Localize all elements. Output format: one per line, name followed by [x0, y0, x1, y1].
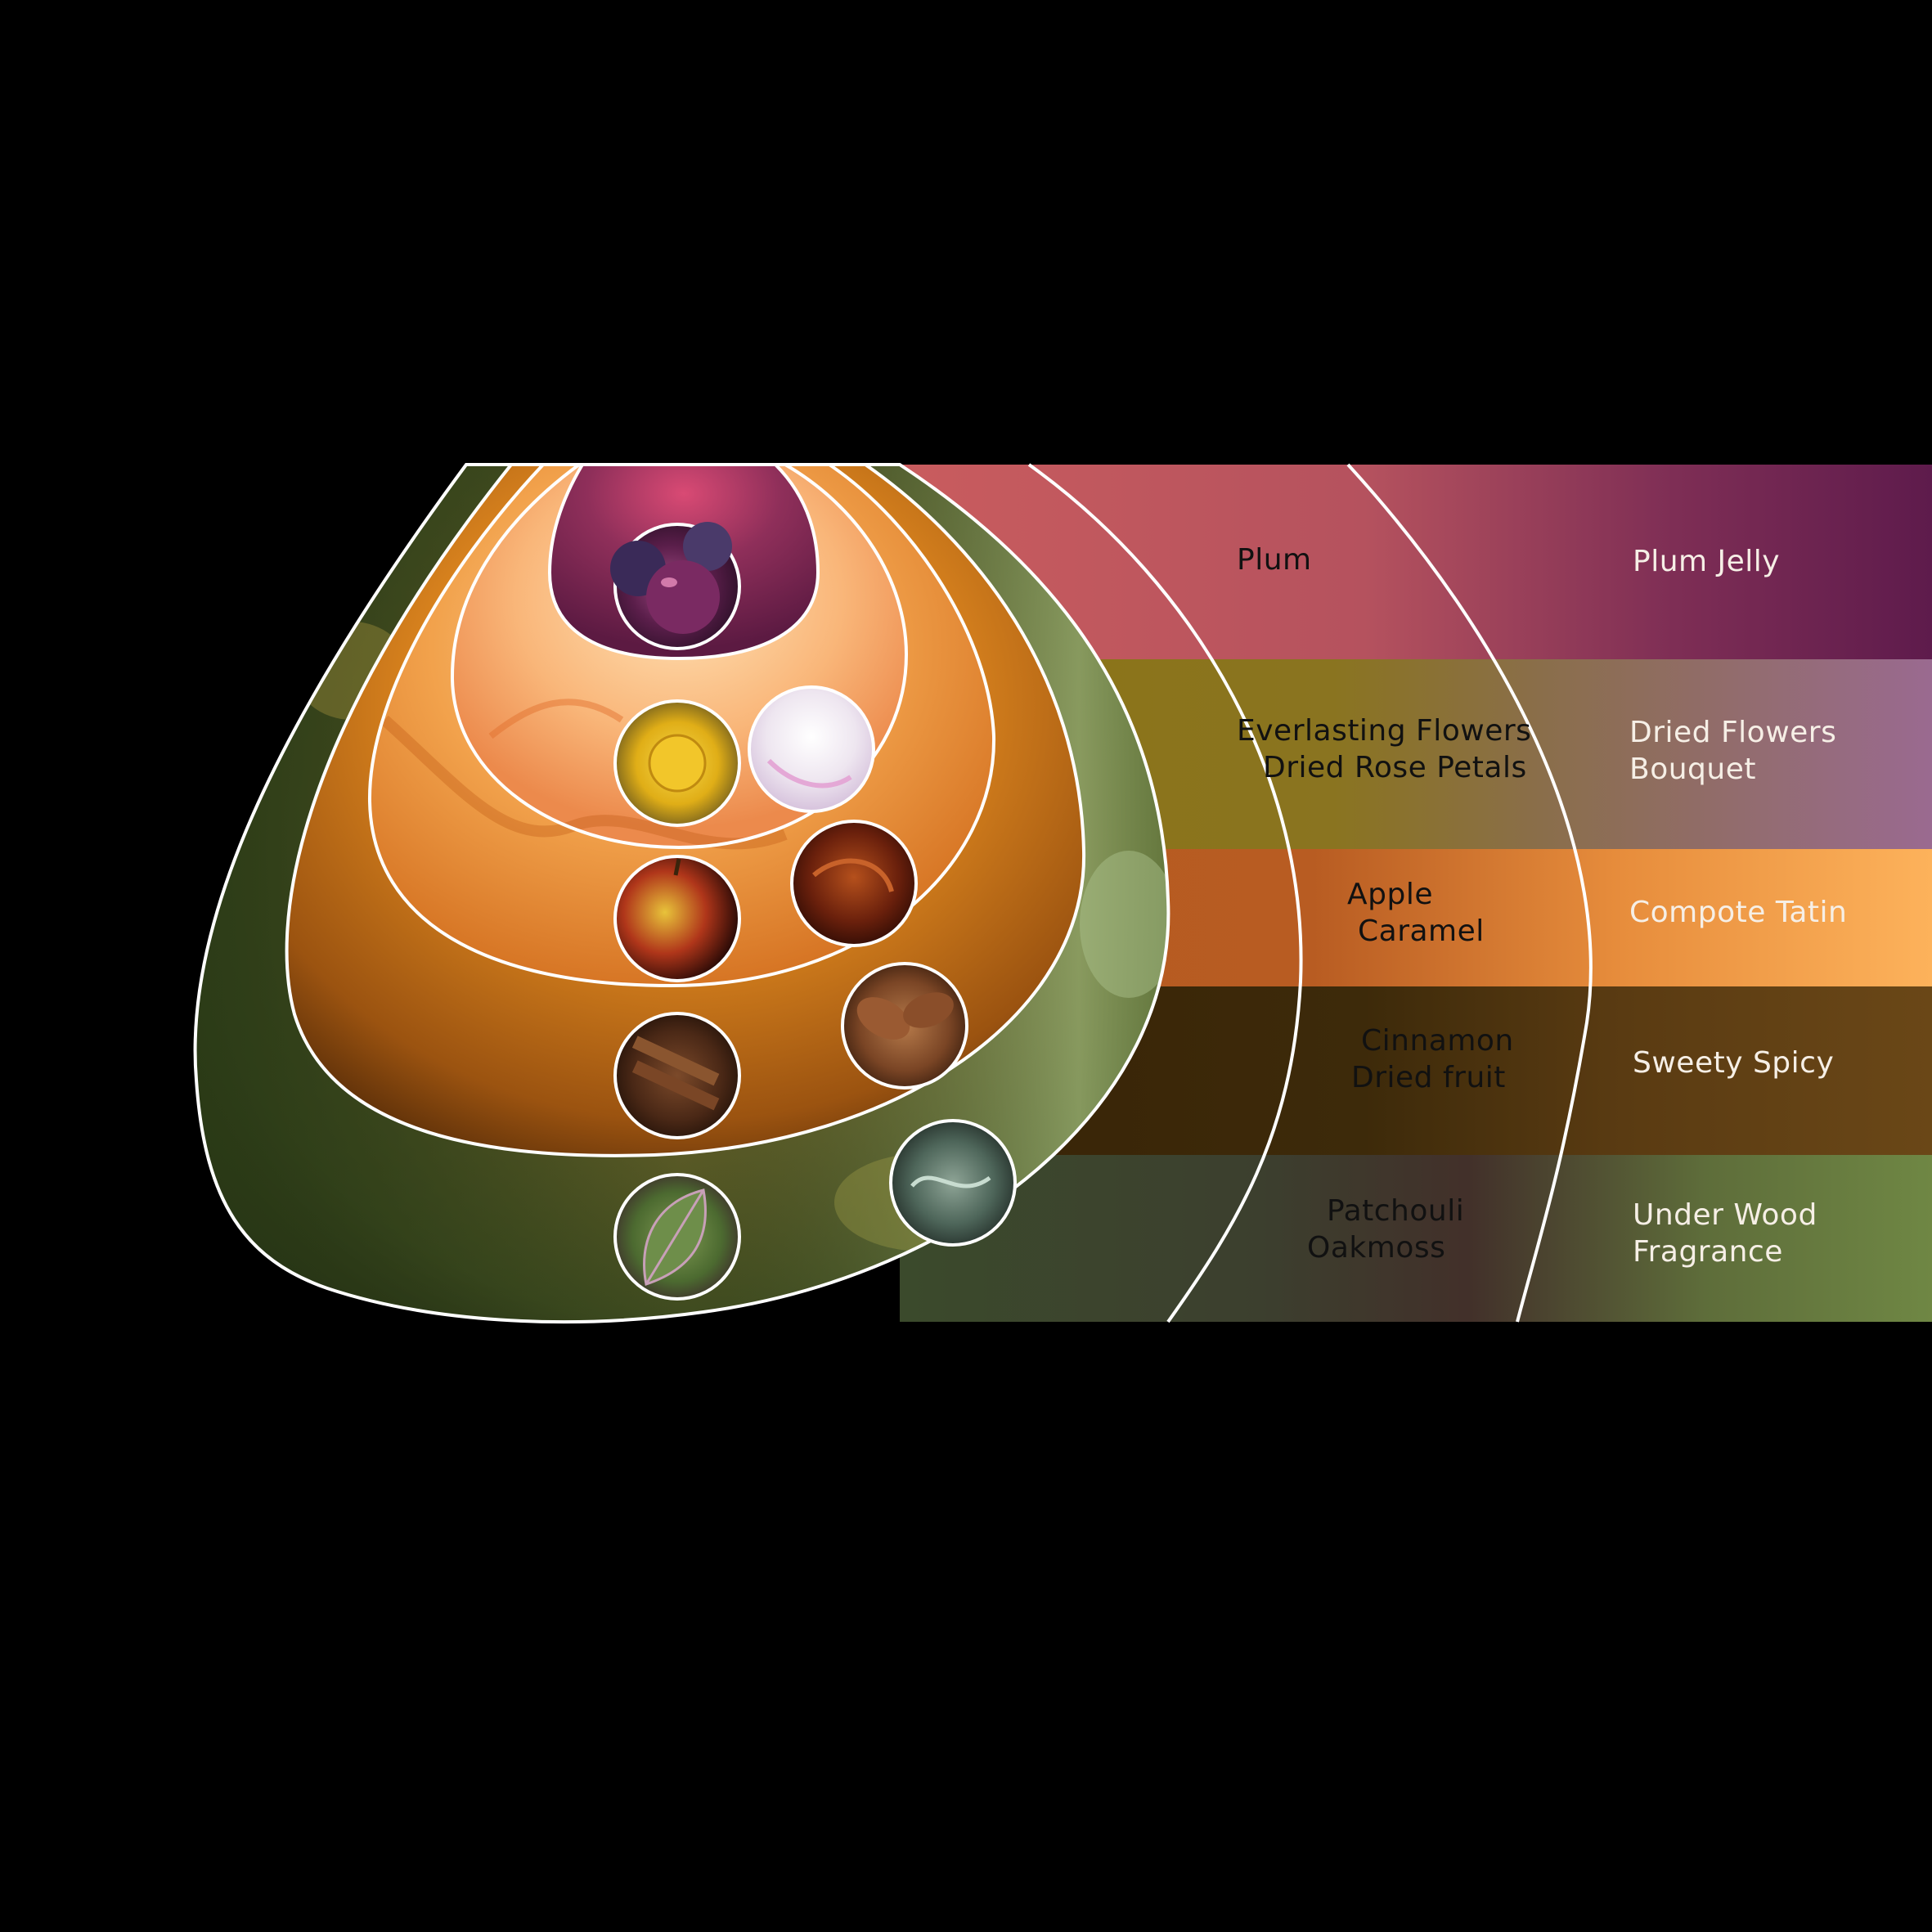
ingredient-images	[610, 522, 1017, 1301]
accord-under-wood-line1: Under Wood	[1633, 1198, 1817, 1232]
band-layer	[900, 465, 1932, 1322]
accord-sweety-spicy-line1: Sweety Spicy	[1633, 1046, 1835, 1080]
oakmoss-image	[889, 1119, 1017, 1247]
almond-image	[841, 962, 968, 1090]
label-apple-line2: Caramel	[1358, 914, 1485, 948]
label-patchouli-line2: Oakmoss	[1307, 1231, 1446, 1265]
label-plum-line1: Plum	[1237, 543, 1312, 577]
label-cinnamon: Cinnamon Dried fruit	[1351, 1022, 1514, 1096]
label-flowers-line2: Dried Rose Petals	[1263, 751, 1527, 784]
label-plum: Plum	[1237, 541, 1312, 578]
label-flowers-line1: Everlasting Flowers	[1237, 714, 1532, 748]
apple-image	[613, 855, 741, 982]
accord-compote-tatin-line1: Compote Tatin	[1629, 896, 1848, 929]
everlasting-flower-image	[613, 699, 741, 827]
accord-dried-flowers: Dried Flowers Bouquet	[1629, 714, 1836, 788]
label-apple-line1: Apple	[1347, 878, 1433, 911]
rose-petal-image	[748, 685, 875, 813]
label-cinnamon-line2: Dried fruit	[1351, 1061, 1506, 1094]
label-patchouli: Patchouli Oakmoss	[1307, 1193, 1464, 1266]
label-cinnamon-line1: Cinnamon	[1361, 1024, 1514, 1058]
accord-plum-jelly: Plum Jelly	[1633, 543, 1780, 580]
accord-under-wood-line2: Fragrance	[1633, 1235, 1783, 1269]
patchouli-leaf-image	[613, 1173, 741, 1301]
cinnamon-image	[613, 1012, 741, 1139]
label-apple: Apple Caramel	[1347, 876, 1485, 950]
label-flowers: Everlasting Flowers Dried Rose Petals	[1237, 712, 1531, 786]
accord-dried-flowers-line2: Bouquet	[1629, 753, 1756, 786]
accord-plum-jelly-line1: Plum Jelly	[1633, 545, 1781, 578]
caramel-image	[790, 820, 918, 947]
outline-layer	[193, 463, 1593, 1323]
accord-dried-flowers-line1: Dried Flowers	[1629, 716, 1837, 749]
plum-image	[610, 522, 741, 650]
accord-compote-tatin: Compote Tatin	[1629, 894, 1847, 931]
accord-under-wood: Under Wood Fragrance	[1633, 1197, 1817, 1270]
accord-sweety-spicy: Sweety Spicy	[1633, 1045, 1834, 1081]
label-patchouli-line1: Patchouli	[1327, 1194, 1465, 1228]
band-patchouli	[900, 1155, 1932, 1322]
